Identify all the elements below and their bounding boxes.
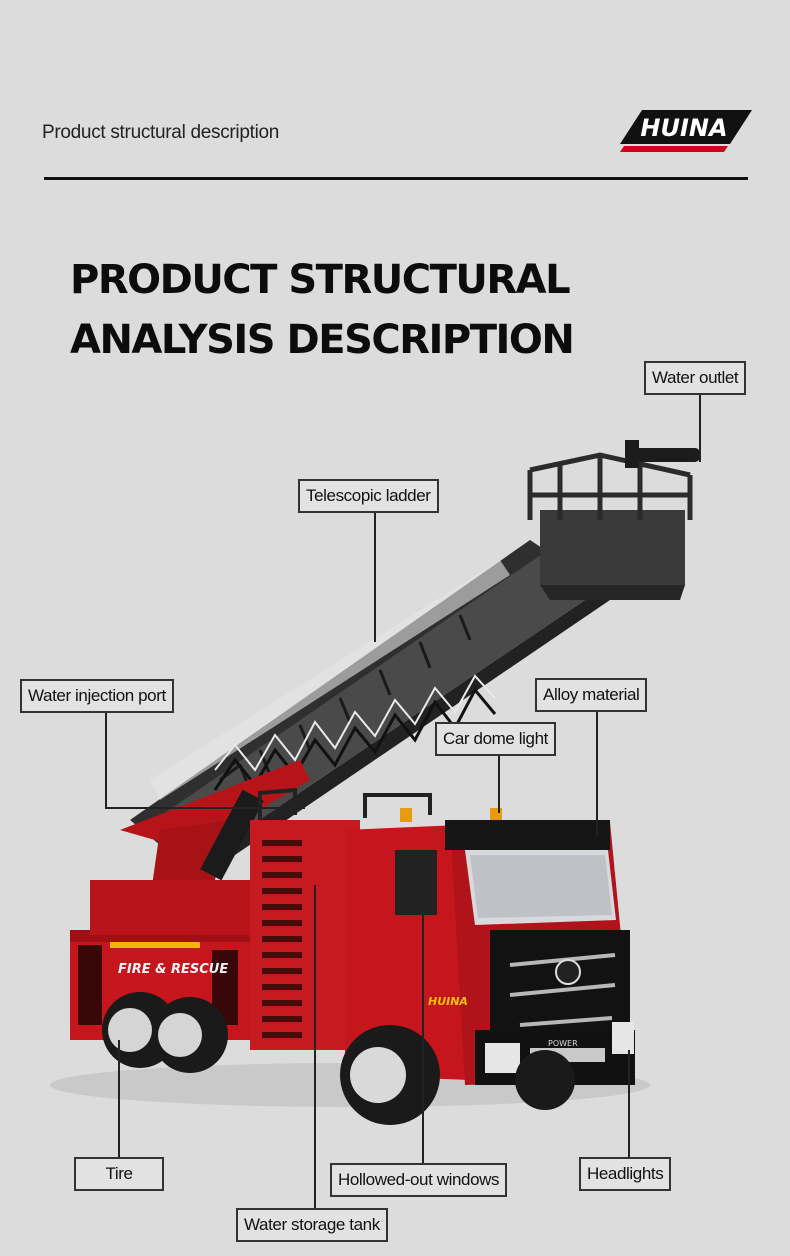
leader-water-injection-port-h: [105, 807, 305, 809]
cab-brand-badge: HUINA: [428, 995, 468, 1008]
brand-logo-text: HUINA: [640, 114, 727, 142]
header-divider: [44, 177, 748, 180]
callout-hollowed-out-windows: Hollowed-out windows: [330, 1163, 508, 1197]
page-title: PRODUCT STRUCTURAL ANALYSIS DESCRIPTION: [70, 250, 575, 370]
leader-water-outlet: [699, 394, 701, 462]
callout-headlights: Headlights: [579, 1157, 672, 1191]
wheels: [102, 992, 575, 1125]
leader-alloy-material: [596, 711, 598, 836]
leader-water-storage-tank: [314, 885, 316, 1210]
leader-telescopic-ladder: [374, 512, 376, 642]
header-subtitle: Product structural description: [42, 122, 280, 143]
callout-water-outlet: Water outlet: [644, 361, 747, 395]
leader-hollowed-out-windows: [422, 890, 424, 1164]
callout-alloy-material: Alloy material: [535, 678, 648, 712]
leader-tire: [118, 1040, 120, 1158]
callout-telescopic-ladder: Telescopic ladder: [298, 479, 439, 513]
page-title-line1: PRODUCT STRUCTURAL: [70, 257, 571, 303]
callout-tire: Tire: [74, 1157, 164, 1191]
rescue-basket: [527, 440, 700, 600]
leader-water-injection-port-v: [105, 713, 107, 809]
fire-rescue-label: FIRE & RESCUE: [118, 962, 228, 977]
brand-logo: HUINA: [620, 110, 752, 152]
leader-headlights: [628, 1050, 630, 1158]
leader-car-dome-light: [498, 755, 500, 813]
callout-car-dome-light: Car dome light: [435, 722, 556, 756]
page-title-line2: ANALYSIS DESCRIPTION: [70, 317, 575, 363]
callout-water-injection-port: Water injection port: [20, 679, 174, 713]
callout-water-storage-tank: Water storage tank: [236, 1208, 388, 1242]
grille-power-label: POWER: [548, 1039, 578, 1048]
